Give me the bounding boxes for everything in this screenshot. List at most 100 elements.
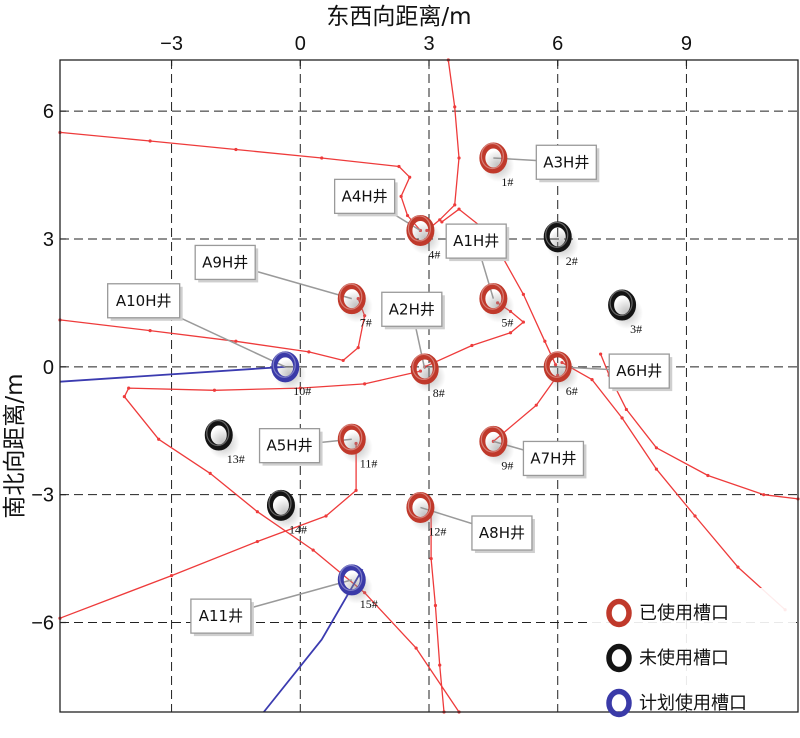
- x-tick-label: 9: [681, 33, 692, 55]
- trajectory-point: [590, 378, 594, 382]
- slot-8: 8#: [410, 353, 446, 400]
- well-label-text: A4H井: [342, 187, 388, 205]
- well-labels: A3H井A4H井A1H井A9H井A2H井A10H井A6H井A5H井A7H井A8H…: [107, 144, 673, 637]
- legend-item-planned: 计划使用槽口: [606, 688, 747, 718]
- slot-number: 11#: [360, 456, 378, 470]
- trajectory-11: [59, 443, 357, 619]
- trajectory-point: [324, 514, 328, 518]
- well-label-text: A7H井: [530, 449, 576, 467]
- trajectory-point: [736, 565, 740, 569]
- slot-ring: [543, 351, 572, 383]
- well-label-text: A5H井: [267, 437, 313, 455]
- trajectory-point: [624, 407, 628, 412]
- slot-number: 9#: [501, 458, 513, 472]
- slot-ring-highlight: [545, 351, 569, 378]
- slot-number: 8#: [433, 386, 445, 400]
- slot-ring: [337, 423, 366, 455]
- trajectory-point: [429, 556, 433, 561]
- trajectory-point: [453, 105, 457, 109]
- well-label-text: A1H井: [453, 232, 499, 250]
- slot-number: 7#: [360, 316, 372, 330]
- slot-ring-highlight: [339, 564, 363, 591]
- slot-4: 4#: [406, 214, 442, 261]
- well-label-box: [333, 178, 396, 215]
- slot-number: 4#: [428, 247, 440, 261]
- slot-ring: [337, 564, 366, 596]
- slot-ring-highlight: [609, 289, 633, 317]
- trajectory-point: [693, 514, 697, 518]
- trajectory-point: [521, 292, 525, 296]
- slot-ring: [406, 214, 435, 246]
- well-label-A3H井: A3H井: [535, 144, 600, 183]
- trajectory-point: [438, 218, 442, 222]
- trajectory-point: [470, 343, 474, 348]
- slot-9: 9#: [479, 425, 515, 472]
- well-label-text: A11井: [199, 607, 243, 625]
- slot-13: 13#: [204, 419, 245, 466]
- well-label-A8H井: A8H井: [471, 515, 535, 554]
- well-label-A7H井: A7H井: [522, 440, 587, 479]
- slot-ring-highlight: [480, 426, 504, 453]
- slot-ring: [204, 419, 233, 451]
- trajectory-point: [534, 403, 538, 407]
- slot-ring: [479, 283, 508, 315]
- trajectory-point: [234, 339, 238, 343]
- well-label-A2H井: A2H井: [381, 291, 445, 330]
- slot-ring: [410, 353, 439, 385]
- well-label-box: [258, 428, 321, 464]
- trajectory-8: [123, 370, 460, 713]
- slot-ring: [479, 425, 508, 457]
- slot-12: 12#: [406, 491, 446, 538]
- slot-number: 1#: [501, 175, 513, 189]
- legend-item-used: 已使用槽口: [606, 598, 729, 628]
- trajectory-point: [208, 471, 212, 475]
- well-label-text: A8H井: [479, 524, 525, 542]
- well-label-A5H井: A5H井: [258, 428, 323, 466]
- well-label-text: A6H井: [616, 362, 662, 380]
- trajectory-10: [59, 365, 286, 383]
- slot-ring: [543, 221, 572, 253]
- trajectory-point: [440, 220, 444, 224]
- well-label-A4H井: A4H井: [333, 178, 398, 217]
- slot-ring-highlight: [206, 419, 230, 447]
- x-tick-label: 6: [552, 33, 563, 55]
- trajectory-point: [414, 646, 418, 650]
- slot-ring-highlight: [480, 142, 504, 170]
- y-tick-label: −6: [31, 613, 54, 635]
- trajectory-point: [508, 331, 513, 335]
- slot-ring-highlight: [339, 283, 363, 310]
- trajectory-point: [157, 437, 161, 441]
- well-label-A10H井: A10H井: [107, 283, 183, 321]
- well-label-A1H井: A1H井: [445, 223, 510, 262]
- slot-14: 14#: [266, 489, 307, 536]
- well-label-box: [535, 144, 597, 180]
- trajectory-point: [543, 339, 547, 343]
- trajectory-point: [405, 213, 410, 218]
- slot-7: 7#: [337, 283, 373, 330]
- trajectory-point: [453, 203, 457, 207]
- trajectory-point: [438, 663, 442, 667]
- slot-number: 6#: [566, 384, 578, 398]
- trajectory-point: [521, 320, 525, 324]
- trajectory-point: [620, 416, 624, 420]
- well-label-box: [608, 353, 670, 389]
- slot-1: 1#: [479, 142, 515, 189]
- slot-ring-highlight: [407, 492, 432, 519]
- trajectory-point: [356, 346, 360, 350]
- trajectory-point: [148, 139, 152, 143]
- trajectory-point: [762, 493, 766, 497]
- trajectory-point: [397, 164, 401, 169]
- well-label-box: [381, 291, 443, 327]
- legend-item-unused: 未使用槽口: [606, 643, 729, 673]
- slot-number: 15#: [360, 597, 378, 611]
- trajectory-point: [127, 386, 131, 390]
- trajectory-point: [599, 352, 603, 356]
- trajectory-point: [654, 446, 659, 450]
- trajectory-point: [311, 548, 315, 552]
- slot-3: 3#: [608, 289, 644, 336]
- trajectory-point: [399, 194, 403, 198]
- well-label-A11井: A11井: [190, 598, 254, 637]
- slot-ring-highlight: [545, 221, 569, 248]
